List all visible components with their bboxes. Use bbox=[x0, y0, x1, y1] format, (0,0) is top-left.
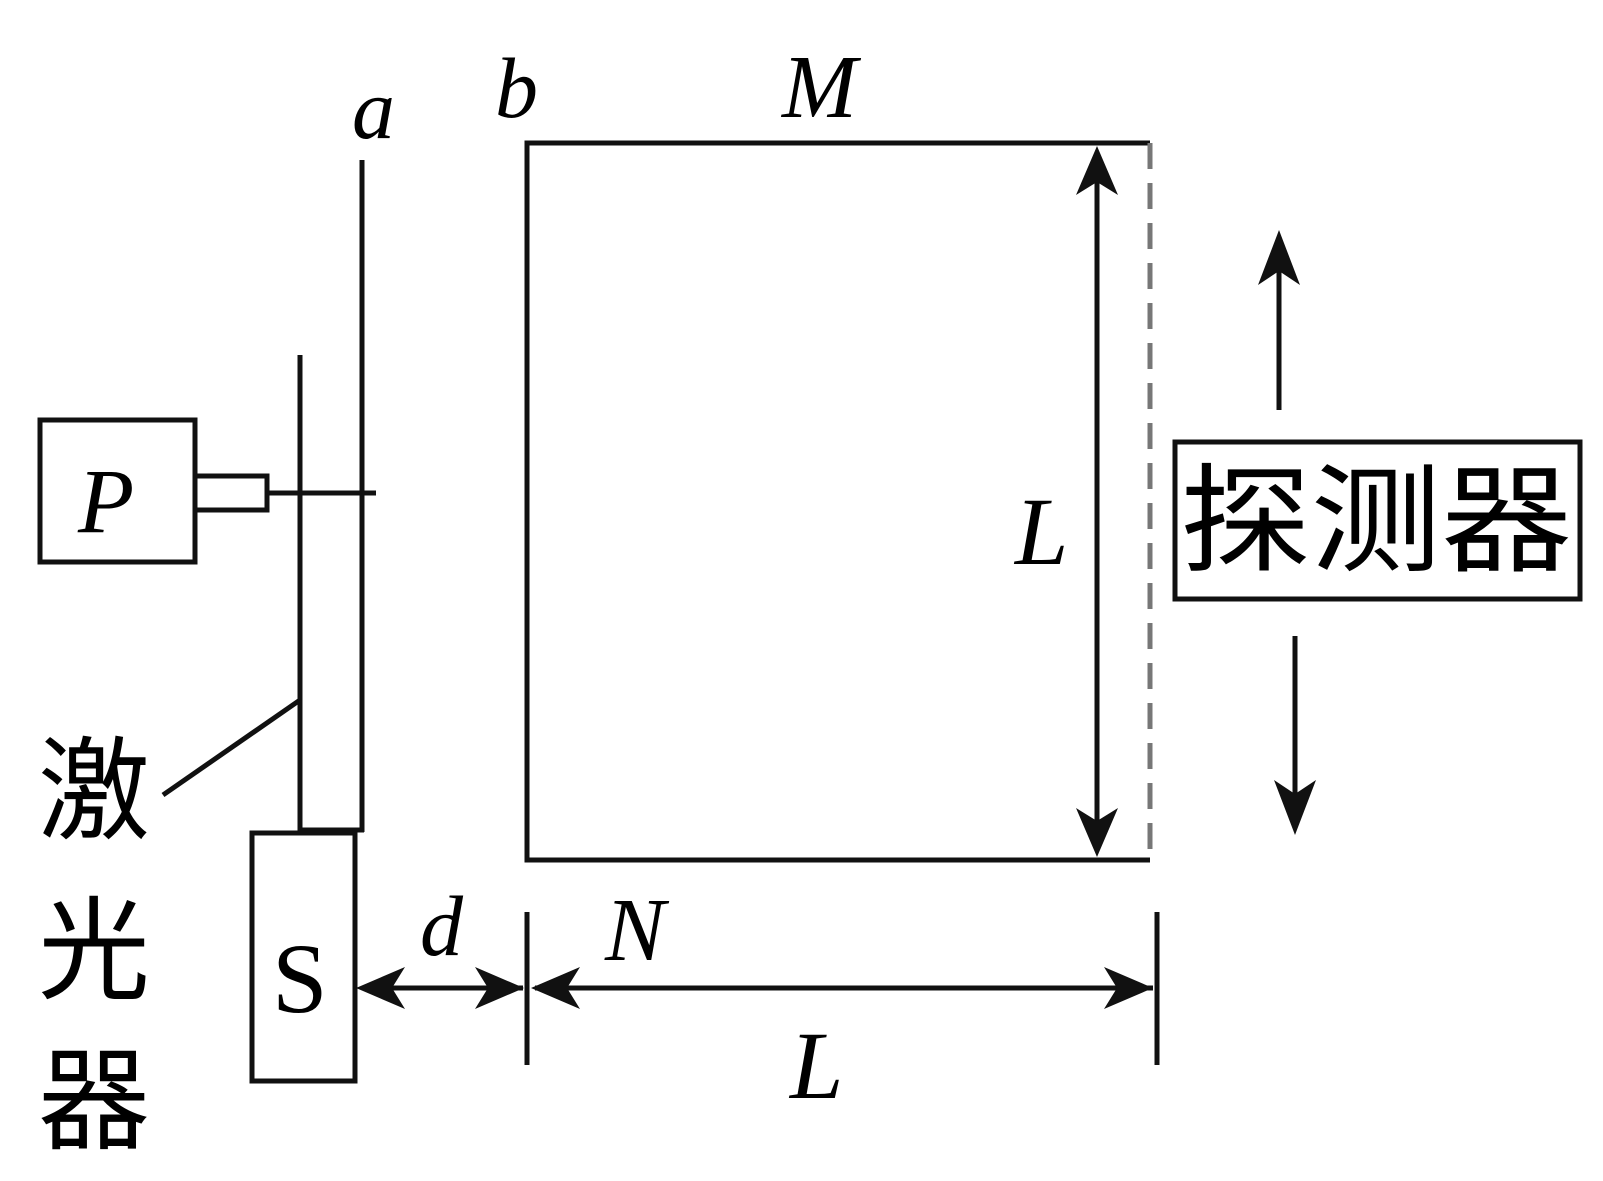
label-l-vertical: L bbox=[1013, 478, 1068, 585]
down-arrow-head bbox=[1274, 780, 1316, 835]
label-laser-3: 器 bbox=[38, 1037, 150, 1167]
detector-box bbox=[1172, 439, 1583, 602]
label-n: N bbox=[604, 881, 670, 980]
label-b: b bbox=[495, 40, 538, 136]
label-a: a bbox=[352, 61, 395, 157]
label-detector: 探测器 bbox=[1180, 452, 1572, 590]
laser-pointer-line bbox=[161, 697, 302, 798]
up-arrow-head bbox=[1258, 230, 1300, 285]
label-p: P bbox=[77, 450, 134, 552]
bottom-l-arrow-right bbox=[1104, 967, 1153, 1009]
label-s: S bbox=[272, 923, 328, 1034]
label-laser-1: 激 bbox=[38, 727, 150, 857]
label-m: M bbox=[780, 38, 862, 137]
label-laser-2: 光 bbox=[38, 887, 150, 1017]
d-arrow-left bbox=[356, 967, 405, 1009]
d-arrow-right bbox=[475, 967, 524, 1009]
laser-box-s bbox=[249, 830, 358, 1084]
vertical-arrow-top bbox=[1076, 146, 1118, 195]
bottom-l-arrow-left bbox=[531, 967, 580, 1009]
box-p-connector bbox=[192, 473, 270, 513]
label-l-horizontal: L bbox=[788, 1012, 843, 1119]
frame-bmn bbox=[524, 140, 1150, 863]
vertical-arrow-bottom bbox=[1076, 808, 1118, 857]
label-d: d bbox=[420, 878, 464, 974]
